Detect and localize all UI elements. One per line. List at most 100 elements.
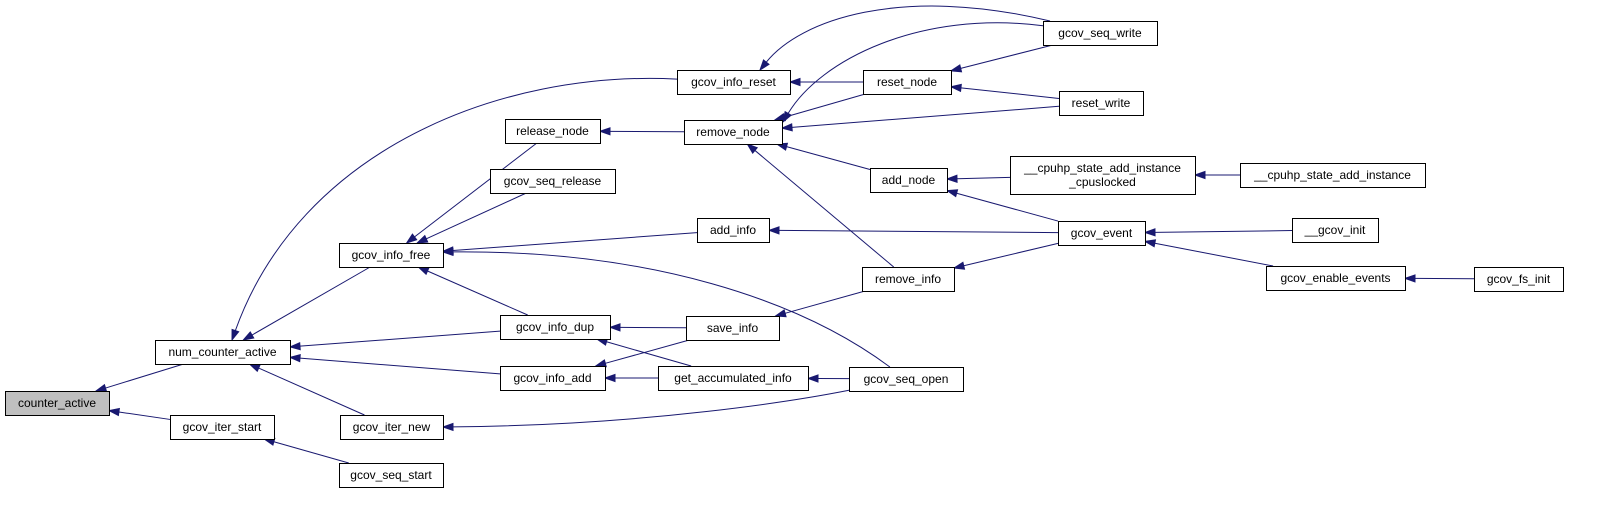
edge-line xyxy=(427,270,528,316)
edge-add_node-to-remove_node xyxy=(775,142,871,170)
node-cpuhp-add-instance[interactable]: __cpuhp_state_add_instance xyxy=(1240,163,1426,188)
node-num-counter-active[interactable]: num_counter_active xyxy=(155,340,291,365)
node-gcov-info-dup[interactable]: gcov_info_dup xyxy=(500,315,611,340)
node-label: _cpuslocked xyxy=(1068,175,1136,189)
node-label: gcov_event xyxy=(1071,226,1133,240)
node-box xyxy=(339,243,444,268)
edge-line xyxy=(234,77,678,331)
edge-release_node-to-gcov_info_free xyxy=(405,142,538,244)
arrowhead xyxy=(441,247,454,257)
node-box xyxy=(697,218,770,243)
edge-line xyxy=(960,44,1053,69)
node-add-info[interactable]: add_info xyxy=(697,218,770,243)
node-counter-active[interactable]: counter_active xyxy=(5,391,110,416)
edge-add_info-to-gcov_info_free xyxy=(441,232,698,255)
arrowhead xyxy=(107,407,120,417)
edge-gcov_seq_open-to-gcov_iter_new xyxy=(441,389,850,432)
node-box xyxy=(1010,156,1196,195)
edge-line xyxy=(784,290,866,314)
node-box xyxy=(490,169,616,194)
node-label: add_info xyxy=(710,223,756,237)
arrowhead xyxy=(416,266,430,276)
arrowhead xyxy=(242,331,255,341)
node-gcov-info-reset[interactable]: gcov_info_reset xyxy=(677,70,791,95)
node-box xyxy=(339,463,444,488)
node-get-accumulated-info[interactable]: get_accumulated_info xyxy=(658,366,809,391)
node-gcov-init[interactable]: __gcov_init xyxy=(1292,218,1379,243)
edge-line xyxy=(960,87,1060,99)
node-label: __gcov_init xyxy=(1304,223,1366,237)
node-label: gcov_info_reset xyxy=(691,75,776,89)
node-gcov-info-add[interactable]: gcov_info_add xyxy=(500,366,606,391)
node-gcov-seq-release[interactable]: gcov_seq_release xyxy=(490,169,616,194)
arrowhead xyxy=(415,234,429,244)
edge-line xyxy=(963,242,1059,267)
node-remove-info[interactable]: remove_info xyxy=(862,267,955,292)
edge-line xyxy=(105,363,184,389)
edge-line xyxy=(1154,242,1274,267)
node-gcov-enable-events[interactable]: gcov_enable_events xyxy=(1266,266,1406,291)
edge-gcov_seq_write-to-remove_node xyxy=(782,22,1044,124)
node-remove-node[interactable]: remove_node xyxy=(684,120,783,145)
edge-gcov_event-to-add_info xyxy=(767,226,1059,235)
edge-gcov_info_free-to-num_counter_active xyxy=(242,266,371,341)
edge-gcov_seq_write-to-reset_node xyxy=(949,44,1053,73)
node-box xyxy=(1058,221,1146,246)
edge-remove_info-to-save_info xyxy=(774,290,866,318)
edge-line xyxy=(258,367,365,416)
node-box xyxy=(500,315,611,340)
arrowhead xyxy=(231,328,240,342)
arrowhead xyxy=(774,309,787,318)
edge-num_counter_active-to-counter_active xyxy=(94,363,184,392)
node-box xyxy=(870,168,948,193)
arrowhead xyxy=(945,189,959,198)
edge-cpuhp_cpuslocked-to-add_node xyxy=(945,174,1011,183)
node-gcov-iter-start[interactable]: gcov_iter_start xyxy=(170,415,275,440)
arrowhead xyxy=(248,363,261,373)
node-gcov-iter-new[interactable]: gcov_iter_new xyxy=(340,415,444,440)
node-label: gcov_seq_release xyxy=(504,174,602,188)
node-label: release_node xyxy=(516,124,589,138)
edge-gcov_init-to-gcov_event xyxy=(1143,228,1293,237)
node-gcov-seq-open[interactable]: gcov_seq_open xyxy=(849,367,964,392)
node-gcov-event[interactable]: gcov_event xyxy=(1058,221,1146,246)
arrowhead xyxy=(603,373,616,383)
edge-line xyxy=(426,192,527,240)
edge-line xyxy=(251,266,371,336)
edge-save_info-to-gcov_info_add xyxy=(594,339,690,368)
edge-line xyxy=(1154,230,1293,233)
node-label: remove_info xyxy=(875,272,941,286)
edge-line xyxy=(452,232,698,251)
edge-gcov_seq_write-to-gcov_info_reset xyxy=(759,5,1051,72)
arrowhead xyxy=(594,359,607,368)
edge-gcov_seq_open-to-get_accumulated_info xyxy=(806,374,850,383)
node-add-node[interactable]: add_node xyxy=(870,168,948,193)
node-label: add_node xyxy=(882,173,936,187)
node-gcov-info-free[interactable]: gcov_info_free xyxy=(339,243,444,268)
arrowhead xyxy=(598,127,611,136)
node-release-node[interactable]: release_node xyxy=(505,119,601,144)
node-cpuhp-cpuslocked[interactable]: __cpuhp_state_add_instance_cpuslocked xyxy=(1010,156,1196,195)
node-label: gcov_info_dup xyxy=(516,320,594,334)
node-reset-node[interactable]: reset_node xyxy=(863,70,952,95)
node-label: reset_node xyxy=(877,75,937,89)
node-box xyxy=(862,267,955,292)
node-gcov-fs-init[interactable]: gcov_fs_init xyxy=(1474,267,1564,292)
node-reset-write[interactable]: reset_write xyxy=(1059,91,1144,116)
edge-line xyxy=(956,176,1011,180)
node-label: counter_active xyxy=(18,396,96,410)
edge-gcov_event-to-add_node xyxy=(945,189,1059,222)
node-box xyxy=(1474,267,1564,292)
node-label: gcov_enable_events xyxy=(1280,271,1390,285)
arrowhead xyxy=(952,261,966,270)
node-gcov-seq-write[interactable]: gcov_seq_write xyxy=(1043,21,1158,46)
edge-gcov_info_add-to-num_counter_active xyxy=(288,353,501,375)
edge-line xyxy=(118,411,171,420)
node-save-info[interactable]: save_info xyxy=(686,316,780,341)
node-gcov-seq-start[interactable]: gcov_seq_start xyxy=(339,463,444,488)
edge-remove_info-to-remove_node xyxy=(746,143,895,268)
arrowhead xyxy=(780,123,793,132)
node-label: save_info xyxy=(707,321,759,335)
edge-reset_node-to-gcov_info_reset xyxy=(788,77,863,87)
edge-line xyxy=(787,22,1044,114)
